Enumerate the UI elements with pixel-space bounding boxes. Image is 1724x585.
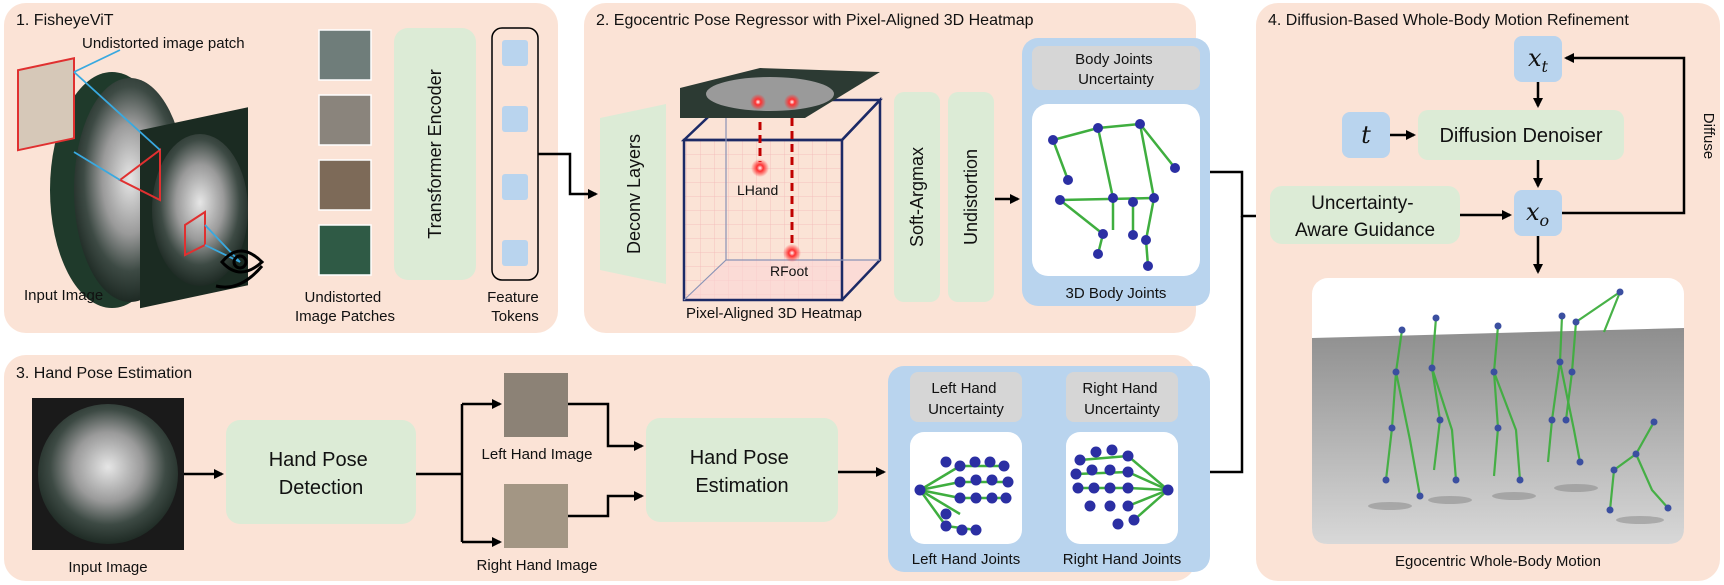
body-joints-uncertainty-label: Body Joints Uncertainty <box>1075 51 1157 88</box>
right-hand-skeleton <box>1070 444 1174 530</box>
left-hand-skeleton <box>914 456 1014 536</box>
image-patches <box>318 29 372 276</box>
soft-argmax-label: Soft-Argmax <box>907 147 927 247</box>
hand-to-guidance-connector <box>1210 216 1244 474</box>
patches-label: Undistorted Image Patches <box>295 289 395 325</box>
deconv-layers-label: Deconv Layers <box>624 134 644 254</box>
right-to-estimation-arrow <box>568 491 644 518</box>
right-hand-image-label: Right Hand Image <box>477 557 598 574</box>
xo-label: xo <box>1526 198 1549 230</box>
transformer-encoder-label: Transformer Encoder <box>425 69 445 238</box>
right-hand-joints-label: Right Hand Joints <box>1063 551 1181 568</box>
hand-pose-detection-label: Hand Pose Detection <box>269 449 374 499</box>
undistorted-patch-label: Undistorted image patch <box>82 35 245 52</box>
fisheye-dome-illustration <box>17 49 265 309</box>
left-hand-image-label: Left Hand Image <box>482 446 593 463</box>
xt-label: xt <box>1528 44 1549 76</box>
heatmap-cube <box>680 68 883 302</box>
panel-1-title: 1. FisheyeViT <box>16 12 114 29</box>
t-box <box>1342 112 1390 158</box>
hand-pose-estimation-box <box>646 418 838 522</box>
detection-branch-arrows <box>416 404 464 542</box>
left-hand-joints-label: Left Hand Joints <box>912 551 1020 568</box>
xt-box <box>1514 36 1562 82</box>
body-joints-uncertainty-box <box>1032 46 1200 90</box>
feature-tokens-label: Feature Tokens <box>487 289 543 325</box>
left-hand-uncertainty-box <box>910 372 1022 422</box>
3d-body-joints-label: 3D Body Joints <box>1066 285 1167 302</box>
xo-box <box>1514 190 1562 236</box>
body-skeleton-box <box>1032 104 1200 276</box>
feature-tokens <box>502 40 528 266</box>
right-hand-uncertainty-box <box>1066 372 1178 422</box>
panel-4-title: 4. Diffusion-Based Whole-Body Motion Ref… <box>1268 12 1629 29</box>
diffusion-denoiser-box <box>1418 110 1624 160</box>
whole-body-motion-render <box>1312 278 1684 544</box>
panel-3-title: 3. Hand Pose Estimation <box>16 365 192 382</box>
input-image-label: Input Image <box>24 287 103 304</box>
hand-pose-estimation-label: Hand Pose Estimation <box>690 447 795 497</box>
hand-input-image <box>32 398 184 550</box>
uncertainty-guidance-box <box>1270 186 1460 244</box>
heatmap-label: Pixel-Aligned 3D Heatmap <box>686 305 862 322</box>
diffuse-loop-arrow <box>1562 53 1686 215</box>
left-hand-image <box>504 373 568 437</box>
deconv-layers-box <box>600 104 666 284</box>
motion-label: Egocentric Whole-Body Motion <box>1395 553 1601 570</box>
diffusion-denoiser-label: Diffusion Denoiser <box>1439 125 1602 147</box>
lhand-label: LHand <box>737 182 778 198</box>
hand-pose-detection-box <box>226 420 416 524</box>
right-hand-uncertainty-label: Right Hand Uncertainty <box>1082 380 1161 418</box>
undistortion-box <box>948 92 994 302</box>
panel-2-title: 2. Egocentric Pose Regressor with Pixel-… <box>596 12 1034 29</box>
uncertainty-guidance-label: Uncertainty- Aware Guidance <box>1295 193 1435 241</box>
hand-input-image-label: Input Image <box>68 559 147 576</box>
eye-icon <box>215 249 265 289</box>
right-hand-image <box>504 484 568 548</box>
rfoot-label: RFoot <box>770 263 808 279</box>
diffuse-label: Diffuse <box>1700 113 1717 159</box>
left-hand-uncertainty-label: Left Hand Uncertainty <box>928 380 1004 418</box>
body-to-guidance-connector <box>1210 170 1268 221</box>
body-skeleton <box>1048 119 1180 271</box>
tokens-to-deconv-arrow <box>538 152 598 199</box>
soft-argmax-box <box>894 92 940 302</box>
transformer-encoder-box <box>394 28 476 280</box>
undistortion-label: Undistortion <box>961 149 981 245</box>
t-label: t <box>1361 121 1371 149</box>
left-to-estimation-arrow <box>568 402 644 451</box>
